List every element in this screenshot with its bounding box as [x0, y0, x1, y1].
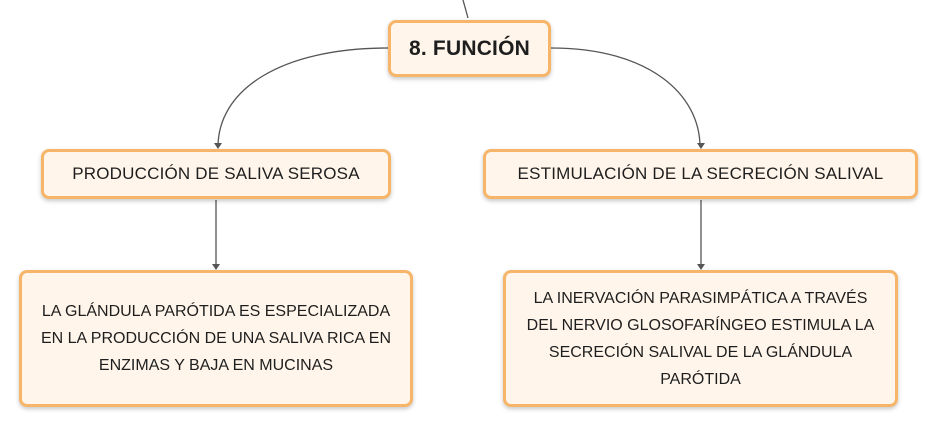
connector-incoming — [462, 0, 469, 19]
connector-root-to-branch-1 — [217, 47, 389, 148]
branch-node-secrecion-salival[interactable]: ESTIMULACIÓN DE LA SECRECIÓN SALIVAL — [483, 149, 918, 199]
branch-node-saliva-serosa[interactable]: PRODUCCIÓN DE SALIVA SEROSA — [41, 149, 391, 199]
detail-text: LA INERVACIÓN PARASIMPÁTICA A TRAVÉS DEL… — [526, 289, 875, 388]
root-topic-label: 8. FUNCIÓN — [408, 36, 530, 60]
root-topic-node[interactable]: 8. FUNCIÓN — [388, 20, 551, 77]
branch-label: PRODUCCIÓN DE SALIVA SEROSA — [72, 164, 360, 183]
detail-node-secrecion-salival[interactable]: LA INERVACIÓN PARASIMPÁTICA A TRAVÉS DEL… — [503, 270, 898, 407]
connector-root-to-branch-2 — [550, 47, 701, 148]
branch-label: ESTIMULACIÓN DE LA SECRECIÓN SALIVAL — [517, 164, 884, 183]
detail-node-saliva-serosa[interactable]: LA GLÁNDULA PARÓTIDA ES ESPECIALIZADA EN… — [19, 270, 413, 407]
detail-text: LA GLÁNDULA PARÓTIDA ES ESPECIALIZADA EN… — [40, 303, 392, 374]
